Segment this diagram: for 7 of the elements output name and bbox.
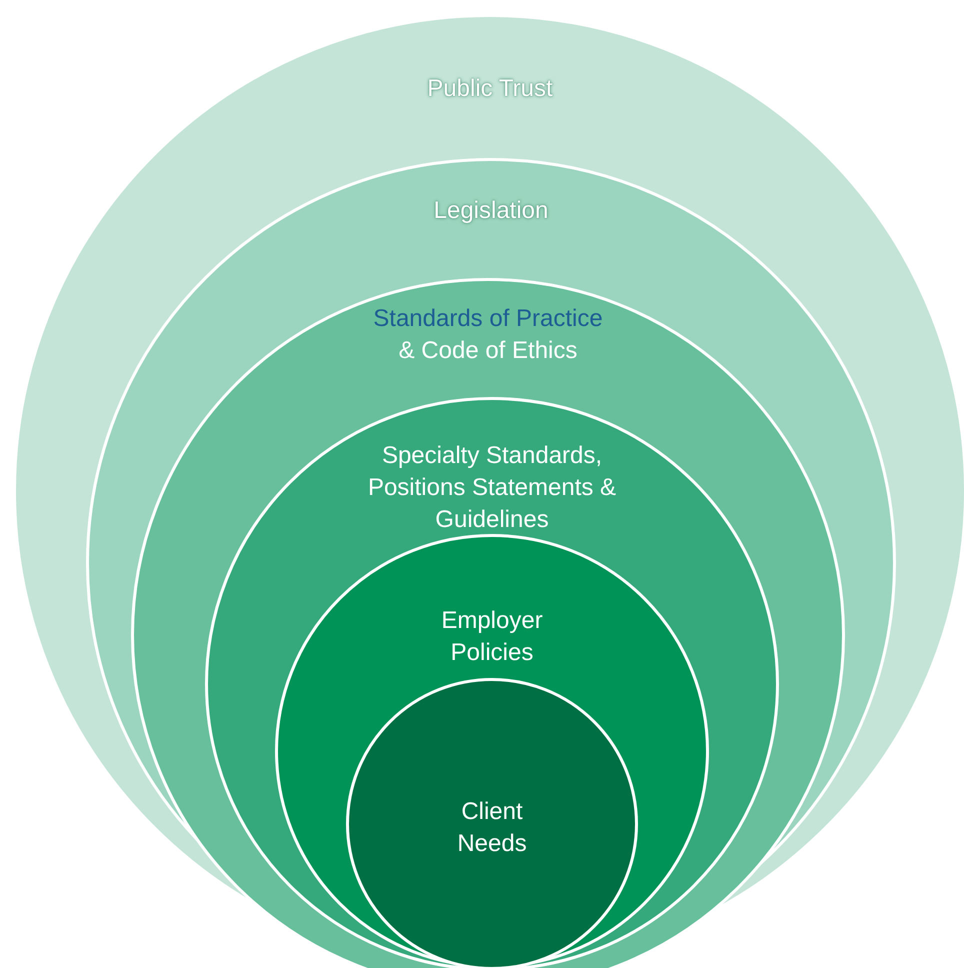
- circle-label: Legislation: [432, 196, 550, 226]
- circle-label: Public Trust: [426, 74, 554, 104]
- circle-label: & Code of Ethics: [398, 336, 578, 366]
- circle-label: Employer Policies: [440, 606, 544, 668]
- circle-label: Client Needs: [456, 797, 528, 859]
- circle-label: Standards of Practice: [372, 304, 604, 334]
- circle-label: Specialty Standards, Positions Statements & Guidelines: [366, 441, 618, 535]
